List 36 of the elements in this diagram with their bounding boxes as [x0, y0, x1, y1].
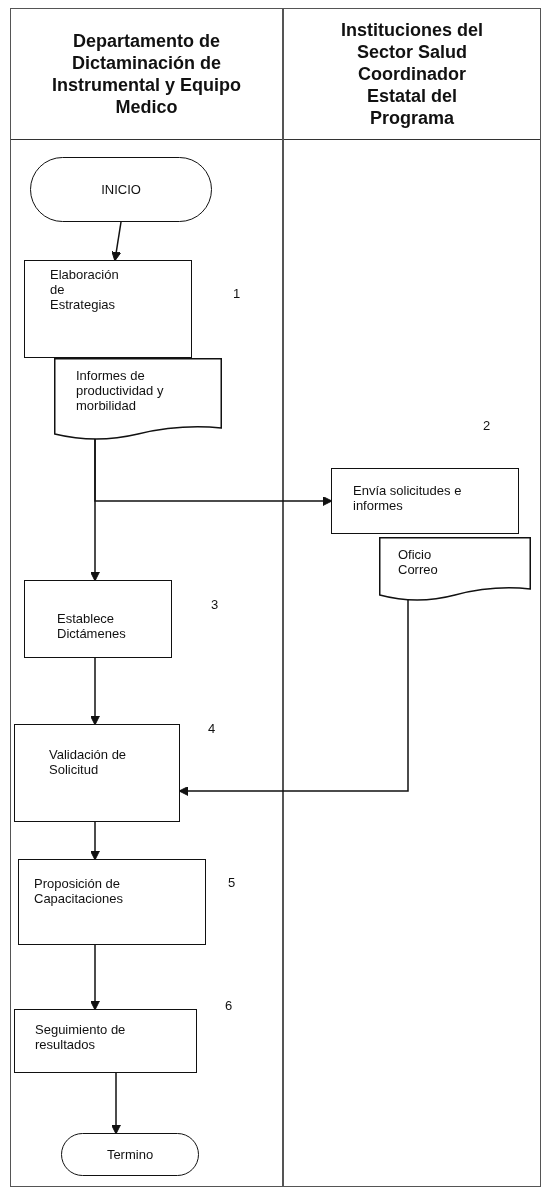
step-number: 5 — [228, 875, 236, 890]
document-shape — [379, 537, 531, 603]
arrow — [111, 1072, 121, 1135]
step-label: Validación de Solicitud — [49, 747, 128, 777]
step-label: Establece Dictámenes — [57, 611, 127, 641]
step-number: 3 — [211, 597, 219, 612]
step-label: Informes de productividad y morbilidad — [76, 368, 165, 413]
lane-header: Instituciones del Sector Salud Coordinador Estatal del Programa — [284, 9, 540, 140]
terminator-shape — [61, 1133, 199, 1176]
arrow — [90, 657, 100, 726]
document-shape — [54, 358, 222, 442]
swimlane — [10, 8, 283, 1187]
arrow — [90, 437, 100, 582]
step-number: 4 — [208, 721, 216, 736]
arrow — [90, 821, 100, 861]
arrow — [90, 944, 100, 1011]
terminator-label: Termino — [106, 1147, 154, 1162]
swimlane — [283, 8, 541, 1187]
step-label: Elaboración de Estrategias — [50, 267, 120, 312]
step-number: 6 — [225, 998, 233, 1013]
process-box — [24, 260, 192, 358]
step-label: Proposición de Capacitaciones — [34, 876, 124, 906]
process-box — [18, 859, 206, 945]
step-label: Envía solicitudes e informes — [353, 483, 463, 513]
arrow — [178, 598, 409, 796]
step-label: Seguimiento de resultados — [35, 1022, 127, 1052]
terminator-label: INICIO — [101, 182, 141, 197]
step-number: 1 — [233, 286, 241, 301]
arrow — [111, 221, 122, 262]
process-box — [24, 580, 172, 658]
process-box — [14, 1009, 197, 1073]
step-number: 2 — [483, 418, 491, 433]
process-box — [331, 468, 519, 534]
process-box — [14, 724, 180, 822]
step-label: Oficio Correo — [398, 547, 439, 577]
lane-header: Departamento de Dictaminación de Instrumental y Equipo Medico — [11, 9, 282, 140]
